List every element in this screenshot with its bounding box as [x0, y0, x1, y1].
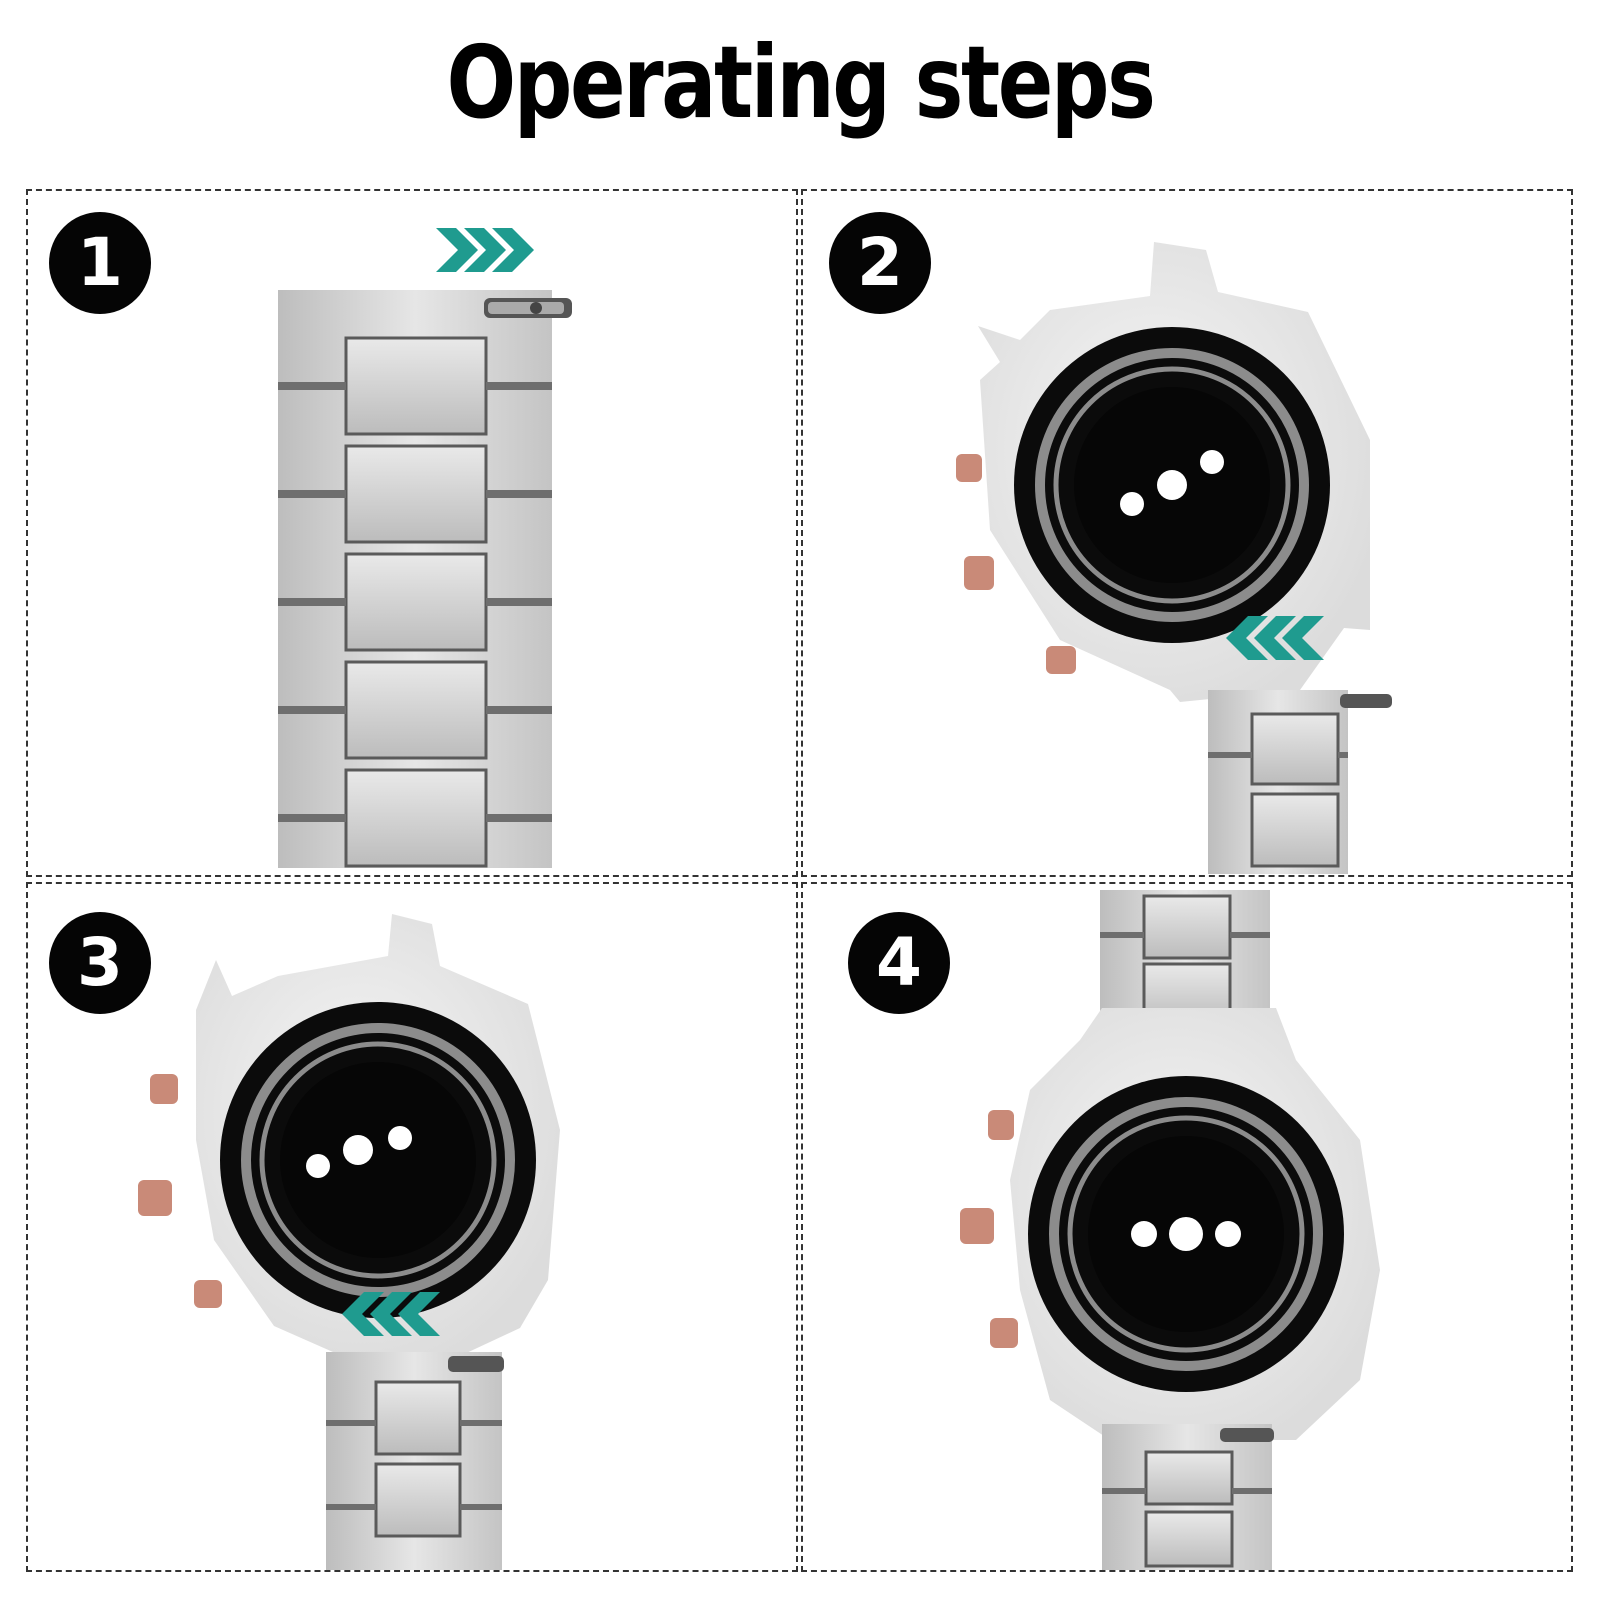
step-2-watch	[956, 242, 1370, 702]
step-2-panel	[801, 189, 1573, 877]
step-2-band	[1208, 690, 1392, 874]
step-3-badge: 3	[49, 912, 151, 1014]
step-2-arrow-left-icon	[1226, 616, 1324, 660]
step-1-badge: 1	[49, 212, 151, 314]
step-4-band-bottom	[1102, 1424, 1274, 1570]
step-1-band	[278, 290, 572, 868]
page-title: Operating steps	[446, 24, 1156, 141]
step-1-panel	[26, 189, 798, 877]
step-3-band	[326, 1352, 504, 1570]
step-4-badge: 4	[848, 912, 950, 1014]
step-1-arrow-right-icon	[436, 228, 534, 272]
step-4-watch	[960, 1008, 1380, 1440]
step-2-badge: 2	[829, 212, 931, 314]
step-3-arrow-left-icon	[342, 1292, 440, 1336]
step-3-panel	[26, 882, 798, 1572]
step-4-panel	[801, 882, 1573, 1572]
step-3-watch	[138, 914, 560, 1356]
